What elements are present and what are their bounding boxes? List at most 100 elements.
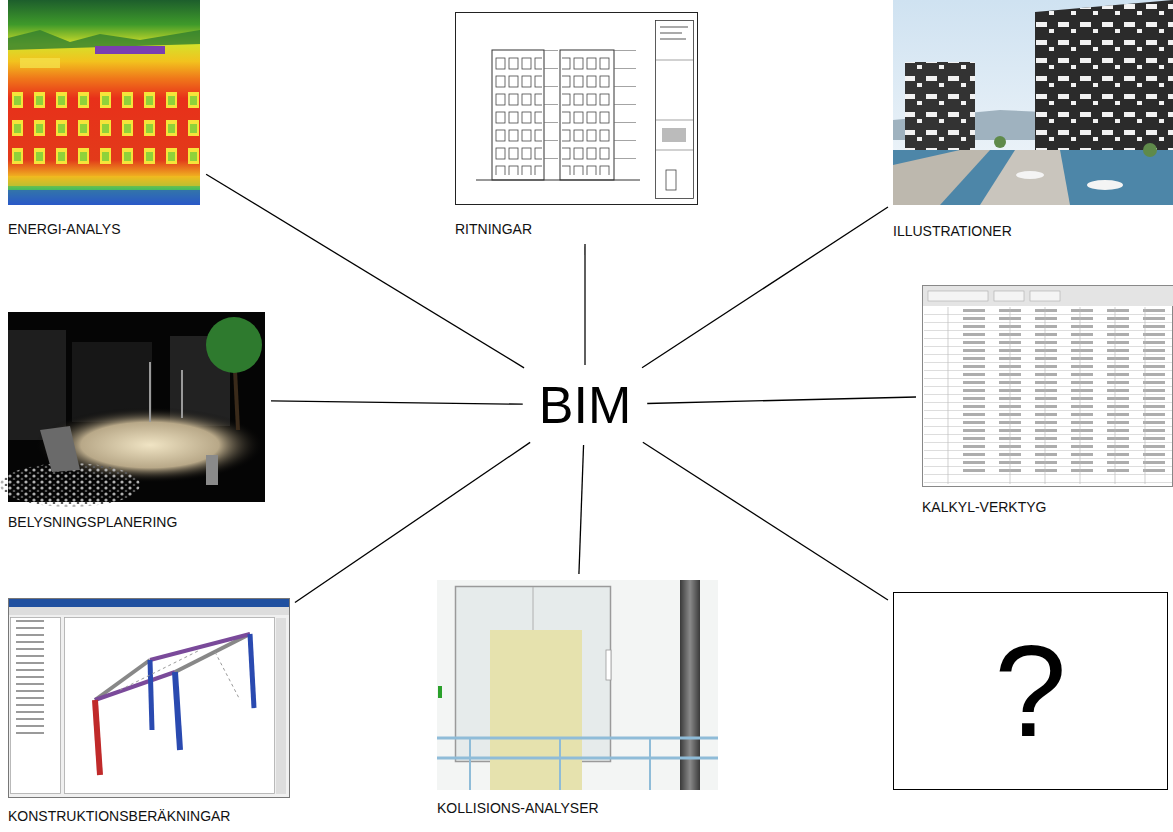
clash-view — [437, 580, 718, 790]
thermal-image — [20, 58, 60, 68]
drawing-sheet — [560, 50, 614, 180]
clash-view — [490, 630, 582, 790]
structural-software — [10, 618, 60, 738]
rendering-image — [893, 0, 1173, 205]
structural-software — [95, 672, 175, 700]
drawing-sheet — [662, 128, 686, 142]
caption-text: ENERGI-ANALYS — [8, 221, 201, 238]
drawing-sheet — [656, 150, 693, 151]
spreadsheet-image — [923, 286, 1173, 306]
image-panel: KOLLISIONS-ANALYSER — [437, 580, 718, 817]
caption-text: ILLUSTRATIONER — [893, 223, 1173, 240]
spoke-line — [647, 397, 916, 403]
image-panel: KALKYL-VERKTYG — [922, 285, 1173, 516]
drawing-sheet — [656, 21, 694, 199]
drawing-sheet — [562, 55, 612, 175]
rendering-image — [1143, 143, 1157, 157]
clash-view — [559, 738, 561, 790]
image-panel: BELYSNINGSPLANERING — [8, 312, 265, 531]
image-area — [8, 312, 265, 502]
structural-software — [65, 618, 275, 794]
image-panel: KONSTRUKTIONSBERÄKNINGAR — [8, 598, 290, 825]
structural-software — [11, 618, 61, 794]
spreadsheet-image — [928, 291, 988, 301]
rendering-image — [905, 62, 975, 150]
clash-view — [437, 737, 718, 740]
thermal-image — [8, 0, 200, 205]
thermal-image — [8, 190, 200, 205]
caption-text: BELYSNINGSPLANERING — [8, 514, 265, 531]
structural-software — [175, 672, 180, 750]
lighting-render — [206, 455, 218, 485]
hub-text: BIM — [539, 375, 631, 435]
spoke-line — [206, 174, 524, 368]
spreadsheet-image — [948, 307, 949, 484]
hub-label: BIM — [529, 371, 641, 439]
rendering-image — [1016, 171, 1044, 179]
spreadsheet-image — [923, 286, 1173, 487]
structural-software — [95, 700, 100, 775]
thermal-image — [95, 46, 165, 54]
image-area — [455, 12, 698, 205]
image-area — [922, 285, 1173, 487]
thermal-image — [8, 176, 200, 186]
spoke-line — [642, 207, 888, 368]
rendering-image — [1035, 0, 1173, 168]
drawing-sheet — [656, 60, 693, 61]
thermal-image — [8, 0, 200, 205]
clash-view — [438, 686, 442, 698]
drawing-sheet — [476, 180, 640, 181]
image-area — [8, 598, 290, 798]
caption-text: KALKYL-VERKTYG — [922, 499, 1173, 516]
spreadsheet-image — [1030, 291, 1060, 301]
caption-text: KONSTRUKTIONSBERÄKNINGAR — [8, 808, 290, 825]
spreadsheet-image — [1010, 307, 1011, 484]
structural-software — [150, 660, 152, 730]
rendering-image — [1087, 180, 1123, 190]
structural-software — [9, 599, 290, 798]
structural-software — [9, 599, 290, 798]
drawing-sheet — [456, 13, 698, 205]
question-mark: ? — [994, 626, 1066, 756]
drawing-sheet — [494, 55, 542, 175]
image-panel: RITNINGAR — [455, 12, 698, 238]
structural-software — [175, 634, 250, 672]
lighting-render — [149, 362, 151, 422]
rendering-image — [893, 0, 1173, 205]
image-area — [437, 580, 718, 790]
drawing-sheet — [656, 120, 693, 121]
image-panel: ENERGI-ANALYS — [8, 0, 201, 238]
clash-view — [437, 757, 718, 760]
structural-software — [215, 652, 240, 700]
lighting-render — [206, 317, 262, 373]
structural-software — [150, 634, 250, 660]
drawing-sheet — [660, 26, 688, 28]
structural-software — [9, 599, 289, 607]
lighting-render — [181, 370, 183, 418]
clash-view — [606, 650, 611, 680]
spreadsheet-image — [923, 286, 1173, 487]
spoke-line — [271, 401, 523, 404]
rendering-image — [1035, 0, 1173, 168]
lighting-render — [40, 426, 80, 472]
lighting-render — [0, 312, 265, 507]
drawing-sheet — [456, 13, 698, 205]
clash-view — [437, 580, 718, 790]
image-panel: ILLUSTRATIONER — [893, 0, 1173, 240]
structural-software — [250, 634, 254, 708]
structural-software — [120, 650, 200, 690]
clash-view — [649, 738, 651, 790]
image-area — [8, 0, 201, 205]
image-area — [893, 0, 1173, 205]
spoke-line — [643, 442, 888, 600]
spreadsheet-image — [1115, 307, 1116, 484]
drawing-sheet — [492, 50, 544, 180]
spoke-line — [584, 244, 585, 365]
placeholder-box: ? — [893, 592, 1168, 790]
rendering-image — [893, 150, 990, 205]
spoke-line — [295, 442, 530, 602]
spreadsheet-image — [924, 307, 1172, 483]
structural-software — [95, 660, 150, 700]
drawing-sheet — [614, 50, 636, 176]
rendering-image — [905, 62, 975, 150]
